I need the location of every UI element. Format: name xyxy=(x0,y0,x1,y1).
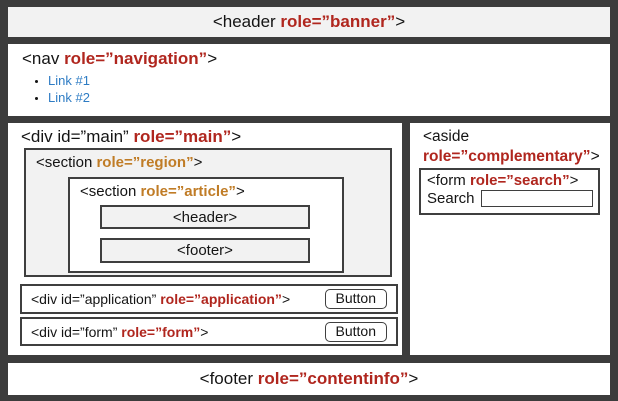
application-label-suffix: > xyxy=(281,291,291,307)
form-button[interactable]: Button xyxy=(324,321,387,342)
nav-label-role: role=”navigation” xyxy=(64,49,208,68)
application-region: <div id=”application” role=”application”… xyxy=(20,284,398,314)
search-form-label-prefix: <form xyxy=(427,172,470,189)
footer-contentinfo-region: <footer role=”contentinfo”> xyxy=(8,363,610,395)
region-label-role: role=”region” xyxy=(96,154,194,171)
nav-label-prefix: <nav xyxy=(22,49,65,68)
main-label-role: role=”main” xyxy=(133,127,232,146)
application-label-prefix: <div id=”application” xyxy=(31,291,161,307)
form-label-role: role=”form” xyxy=(121,323,201,340)
main-label: <div id=”main” role=”main”> xyxy=(8,123,402,147)
aside-region: <aside role=”complementary”> <form role=… xyxy=(410,123,610,355)
aside-label-suffix: > xyxy=(590,148,600,165)
form-label-prefix: <div id=”form” xyxy=(31,323,122,340)
main-region: <div id=”main” role=”main”> <section rol… xyxy=(8,123,402,355)
search-form-label: <form role=”search”> xyxy=(421,170,598,189)
search-form-label-suffix: > xyxy=(569,172,579,189)
search-input[interactable] xyxy=(480,190,593,207)
main-label-suffix: > xyxy=(231,127,242,146)
aside-label-role: role=”complementary” xyxy=(423,148,591,165)
region-label-prefix: <section xyxy=(36,154,97,171)
article-header-label: <header> xyxy=(172,208,238,226)
nav-label-suffix: > xyxy=(207,49,218,68)
nav-link-2[interactable]: Link #2 xyxy=(48,90,90,105)
application-label: <div id=”application” role=”application”… xyxy=(31,291,290,307)
nav-link-1[interactable]: Link #1 xyxy=(48,73,90,88)
search-row: Search xyxy=(421,189,598,207)
search-form-region: <form role=”search”> Search xyxy=(419,168,600,215)
form-region: <div id=”form” role=”form”> Button xyxy=(20,317,398,346)
article-footer-label: <footer> xyxy=(177,242,233,259)
region-label-suffix: > xyxy=(193,154,203,171)
nav-link-item-2: Link #2 xyxy=(48,89,610,106)
nav-link-item-1: Link #1 xyxy=(48,72,610,89)
article-footer-box: <footer> xyxy=(100,238,310,263)
search-form-label-role: role=”search” xyxy=(469,172,570,189)
footer-label: <footer role=”contentinfo”> xyxy=(200,369,419,389)
section-region: <section role=”region”> <section role=”a… xyxy=(24,148,392,277)
header-banner-region: <header role=”banner”> xyxy=(8,7,610,37)
article-label-role: role=”article” xyxy=(140,183,236,200)
article-label-suffix: > xyxy=(235,183,245,200)
nav-link-list: Link #1 Link #2 xyxy=(8,72,610,106)
article-label-prefix: <section xyxy=(80,183,141,200)
search-label: Search xyxy=(427,190,475,207)
banner-label-suffix: > xyxy=(395,12,406,31)
application-label-role: role=”application” xyxy=(160,291,282,307)
region-label: <section role=”region”> xyxy=(26,150,390,171)
nav-region: <nav role=”navigation”> Link #1 Link #2 xyxy=(8,44,610,116)
article-header-box: <header> xyxy=(100,205,310,229)
section-article: <section role=”article”> <header> <foote… xyxy=(68,177,344,273)
footer-label-role: role=”contentinfo” xyxy=(257,369,409,388)
banner-label: <header role=”banner”> xyxy=(213,12,405,32)
article-label: <section role=”article”> xyxy=(70,179,342,200)
banner-label-prefix: <header xyxy=(212,12,281,31)
application-button[interactable]: Button xyxy=(324,289,387,309)
aside-label: <aside role=”complementary”> xyxy=(410,123,610,167)
form-label-suffix: > xyxy=(200,323,209,340)
footer-label-suffix: > xyxy=(408,369,419,388)
footer-label-prefix: <footer xyxy=(199,369,258,388)
nav-label: <nav role=”navigation”> xyxy=(8,44,610,69)
aside-label-prefix: <aside xyxy=(423,128,470,145)
banner-label-role: role=”banner” xyxy=(280,12,396,31)
form-label: <div id=”form” role=”form”> xyxy=(31,324,208,340)
main-label-prefix: <div id=”main” xyxy=(21,127,134,146)
